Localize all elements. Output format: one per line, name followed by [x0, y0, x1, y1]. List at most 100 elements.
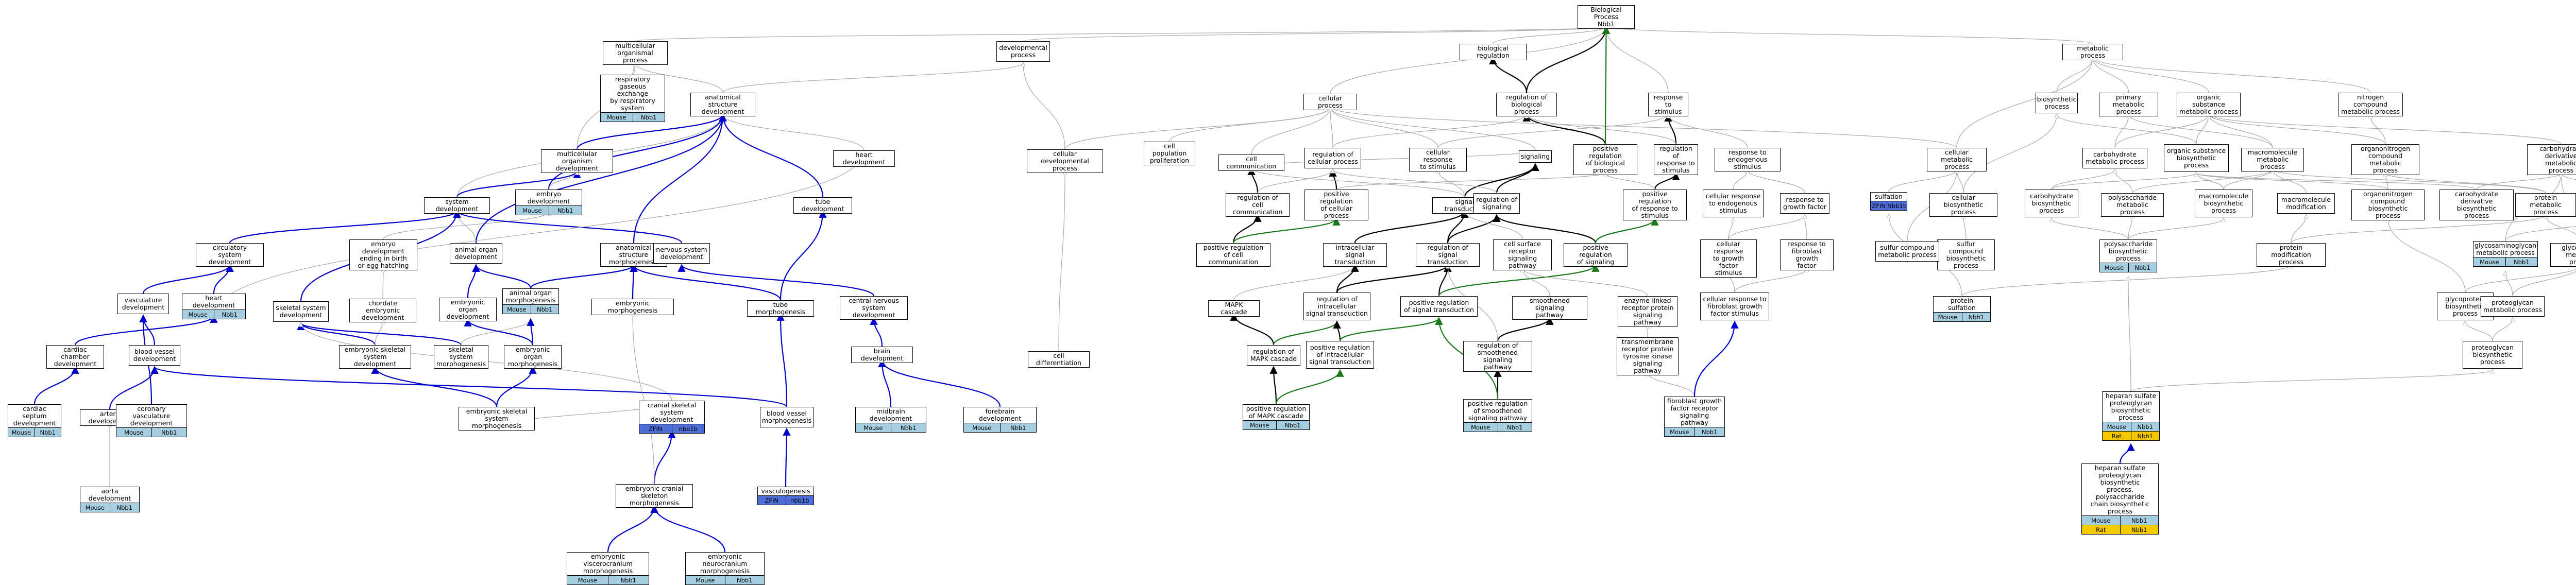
- go-term-node-eomm[interactable]: embryonic organ morphogenesis: [504, 345, 562, 369]
- go-term-node-rfgf[interactable]: response to fibroblast growth factor: [1780, 239, 1834, 270]
- go-term-node-onmp[interactable]: organonitrogen compound metabolic proces…: [2351, 144, 2419, 175]
- go-term-node-prsg[interactable]: positive regulation of signaling: [1564, 243, 1628, 267]
- go-term-node-ccd[interactable]: cardiac chamber development: [46, 345, 104, 369]
- go-term-node-essm[interactable]: embryonic skeletal system morphogenesis: [459, 407, 535, 431]
- go-term-node-macbp[interactable]: macromolecule biosynthetic process: [2195, 190, 2252, 217]
- go-term-node-osbp[interactable]: organic substance biosynthetic process: [2164, 144, 2229, 172]
- go-term-node-hsbp[interactable]: heparan sulfate proteoglycan biosyntheti…: [2102, 391, 2160, 441]
- go-term-node-essd[interactable]: embryonic skeletal system development: [339, 345, 411, 369]
- go-term-node-rssp[interactable]: regulation of smoothened signaling pathw…: [1463, 341, 1532, 372]
- go-term-node-devp[interactable]: developmental process: [996, 41, 1050, 62]
- go-term-node-eom[interactable]: embryonic organ development: [439, 298, 497, 321]
- go-term-node-prist[interactable]: positive regulation of intracellular sig…: [1306, 341, 1374, 369]
- go-term-node-ist[interactable]: intracellular signal transduction: [1323, 243, 1387, 267]
- go-term-node-ncmp[interactable]: nitrogen compound metabolic process: [2338, 93, 2403, 116]
- go-term-node-cnsd[interactable]: central nervous system development: [840, 296, 908, 320]
- go-term-node-cbp[interactable]: cellular biosynthetic process: [1929, 193, 1997, 217]
- go-term-node-sig[interactable]: signaling: [1519, 150, 1552, 163]
- go-term-node-glycmp[interactable]: glycoprotein metabolic process: [2550, 243, 2576, 267]
- go-term-node-scbp[interactable]: sulfur compound biosynthetic process: [1937, 239, 1995, 270]
- go-term-node-mod[interactable]: multicellular organism development: [541, 149, 613, 173]
- go-term-node-rtes[interactable]: response to endogenous stimulus: [1715, 148, 1781, 171]
- go-term-node-crgf[interactable]: cellular response to growth factor stimu…: [1700, 239, 1757, 278]
- go-term-node-cdmp[interactable]: carbohydrate derivative metabolic proces…: [2527, 144, 2576, 175]
- go-term-node-macm[interactable]: macromolecule modification: [2277, 193, 2335, 214]
- go-term-node-cdp[interactable]: cellular developmental process: [1027, 149, 1103, 173]
- go-term-node-cellp[interactable]: cellular process: [1303, 94, 1357, 110]
- go-term-node-breg[interactable]: biological regulation: [1460, 44, 1527, 60]
- go-term-node-prst[interactable]: positive regulation of signal transducti…: [1400, 296, 1478, 317]
- go-term-node-prbp[interactable]: positive regulation of biological proces…: [1573, 144, 1637, 175]
- go-term-node-brd[interactable]: brain development: [851, 347, 913, 363]
- go-term-node-cmp2[interactable]: carbohydrate metabolic process: [2082, 148, 2147, 168]
- go-term-node-edeh[interactable]: embryo development ending in birth or eg…: [349, 239, 417, 270]
- go-term-node-rst[interactable]: regulation of signal transduction: [1416, 243, 1480, 267]
- go-term-node-celldiff[interactable]: cell differentiation: [1028, 351, 1090, 368]
- go-term-node-rbp[interactable]: regulation of biological process: [1496, 93, 1557, 116]
- go-term-node-bvm[interactable]: blood vessel morphogenesis: [760, 407, 814, 427]
- go-term-node-metp[interactable]: metabolic process: [2062, 44, 2123, 60]
- go-term-node-psmp[interactable]: polysaccharide metabolic process: [2101, 193, 2164, 217]
- go-term-node-pgbp[interactable]: proteoglycan biosynthetic process: [2463, 341, 2522, 369]
- go-term-node-ertp[interactable]: enzyme-linked receptor protein signaling…: [1618, 296, 1677, 327]
- go-term-node-onbp[interactable]: organonitrogen compound biosynthetic pro…: [2351, 190, 2425, 220]
- go-term-node-td[interactable]: tube development: [793, 197, 852, 214]
- go-term-node-nsd[interactable]: nervous system development: [653, 243, 710, 264]
- go-term-node-biosyn[interactable]: biosynthetic process: [2036, 93, 2078, 113]
- go-term-node-ssm[interactable]: skeletal system morphogenesis: [434, 345, 488, 369]
- go-term-node-macmp[interactable]: macromolecule metabolic process: [2241, 148, 2304, 171]
- go-term-node-rts[interactable]: response to stimulus: [1648, 93, 1688, 116]
- go-term-node-resp[interactable]: respiratory gaseous exchange by respirat…: [600, 75, 665, 122]
- go-term-node-vd[interactable]: vasculature development: [117, 294, 169, 314]
- go-term-node-protmod[interactable]: protein modification process: [2257, 243, 2326, 267]
- go-term-node-csrsp[interactable]: cell surface receptor signaling pathway: [1493, 239, 1552, 270]
- go-term-node-sd[interactable]: system development: [424, 197, 490, 214]
- go-term-node-crs[interactable]: cellular response to stimulus: [1409, 148, 1467, 171]
- go-term-node-prcc[interactable]: positive regulation of cell communicatio…: [1196, 243, 1270, 267]
- go-term-node-rsg[interactable]: regulation of signaling: [1473, 193, 1520, 214]
- go-term-node-rrs[interactable]: regulation of response to stimulus: [1654, 144, 1698, 175]
- go-term-node-cc[interactable]: cell communication: [1218, 154, 1284, 171]
- go-term-node-rmapk[interactable]: regulation of MAPK cascade: [1247, 345, 1300, 366]
- go-term-node-ecsm[interactable]: embryonic cranial skeleton morphogenesis: [616, 484, 693, 508]
- go-term-node-scmp[interactable]: sulfur compound metabolic process: [1875, 241, 1939, 262]
- go-term-node-em[interactable]: embryonic morphogenesis: [591, 299, 674, 315]
- go-term-node-ssd[interactable]: skeletal system development: [273, 301, 329, 322]
- go-term-node-prcp[interactable]: positive regulation of cellular process: [1304, 190, 1368, 220]
- go-term-node-rtgf[interactable]: response to growth factor: [1780, 193, 1829, 214]
- go-term-node-protmp[interactable]: protein metabolic process: [2515, 193, 2576, 217]
- go-term-node-cdbp[interactable]: carbohydrate derivative biosynthetic pro…: [2439, 190, 2514, 220]
- go-term-node-prrs[interactable]: positive regulation of response to stimu…: [1623, 190, 1687, 220]
- go-term-node-hsbp2[interactable]: heparan sulfate proteoglycan biosyntheti…: [2081, 463, 2159, 535]
- go-term-node-cpp[interactable]: cell population proliferation: [1144, 142, 1195, 165]
- go-term-node-bvd[interactable]: blood vessel development: [129, 345, 180, 366]
- go-term-node-tm[interactable]: tube morphogenesis: [747, 300, 814, 317]
- go-term-node-ced[interactable]: chordate embryonic development: [349, 299, 416, 322]
- go-term-node-cbp2[interactable]: carbohydrate biosynthetic process: [2025, 190, 2078, 217]
- go-term-node-trkp[interactable]: transmembrane receptor protein tyrosine …: [1617, 337, 1679, 375]
- go-term-node-ssp[interactable]: smoothened signaling pathway: [1512, 296, 1587, 320]
- go-term-node-fsd[interactable]: fibroblast growth factor receptor signal…: [1664, 397, 1725, 437]
- go-term-node-prssp[interactable]: positive regulation of smoothened signal…: [1463, 399, 1532, 432]
- go-term-node-mapk[interactable]: MAPK cascade: [1208, 300, 1260, 317]
- go-term-node-pmp[interactable]: primary metabolic process: [2099, 93, 2158, 116]
- go-term-node-hd[interactable]: heart development: [833, 150, 895, 167]
- go-term-node-aod[interactable]: animal organ development: [450, 243, 502, 264]
